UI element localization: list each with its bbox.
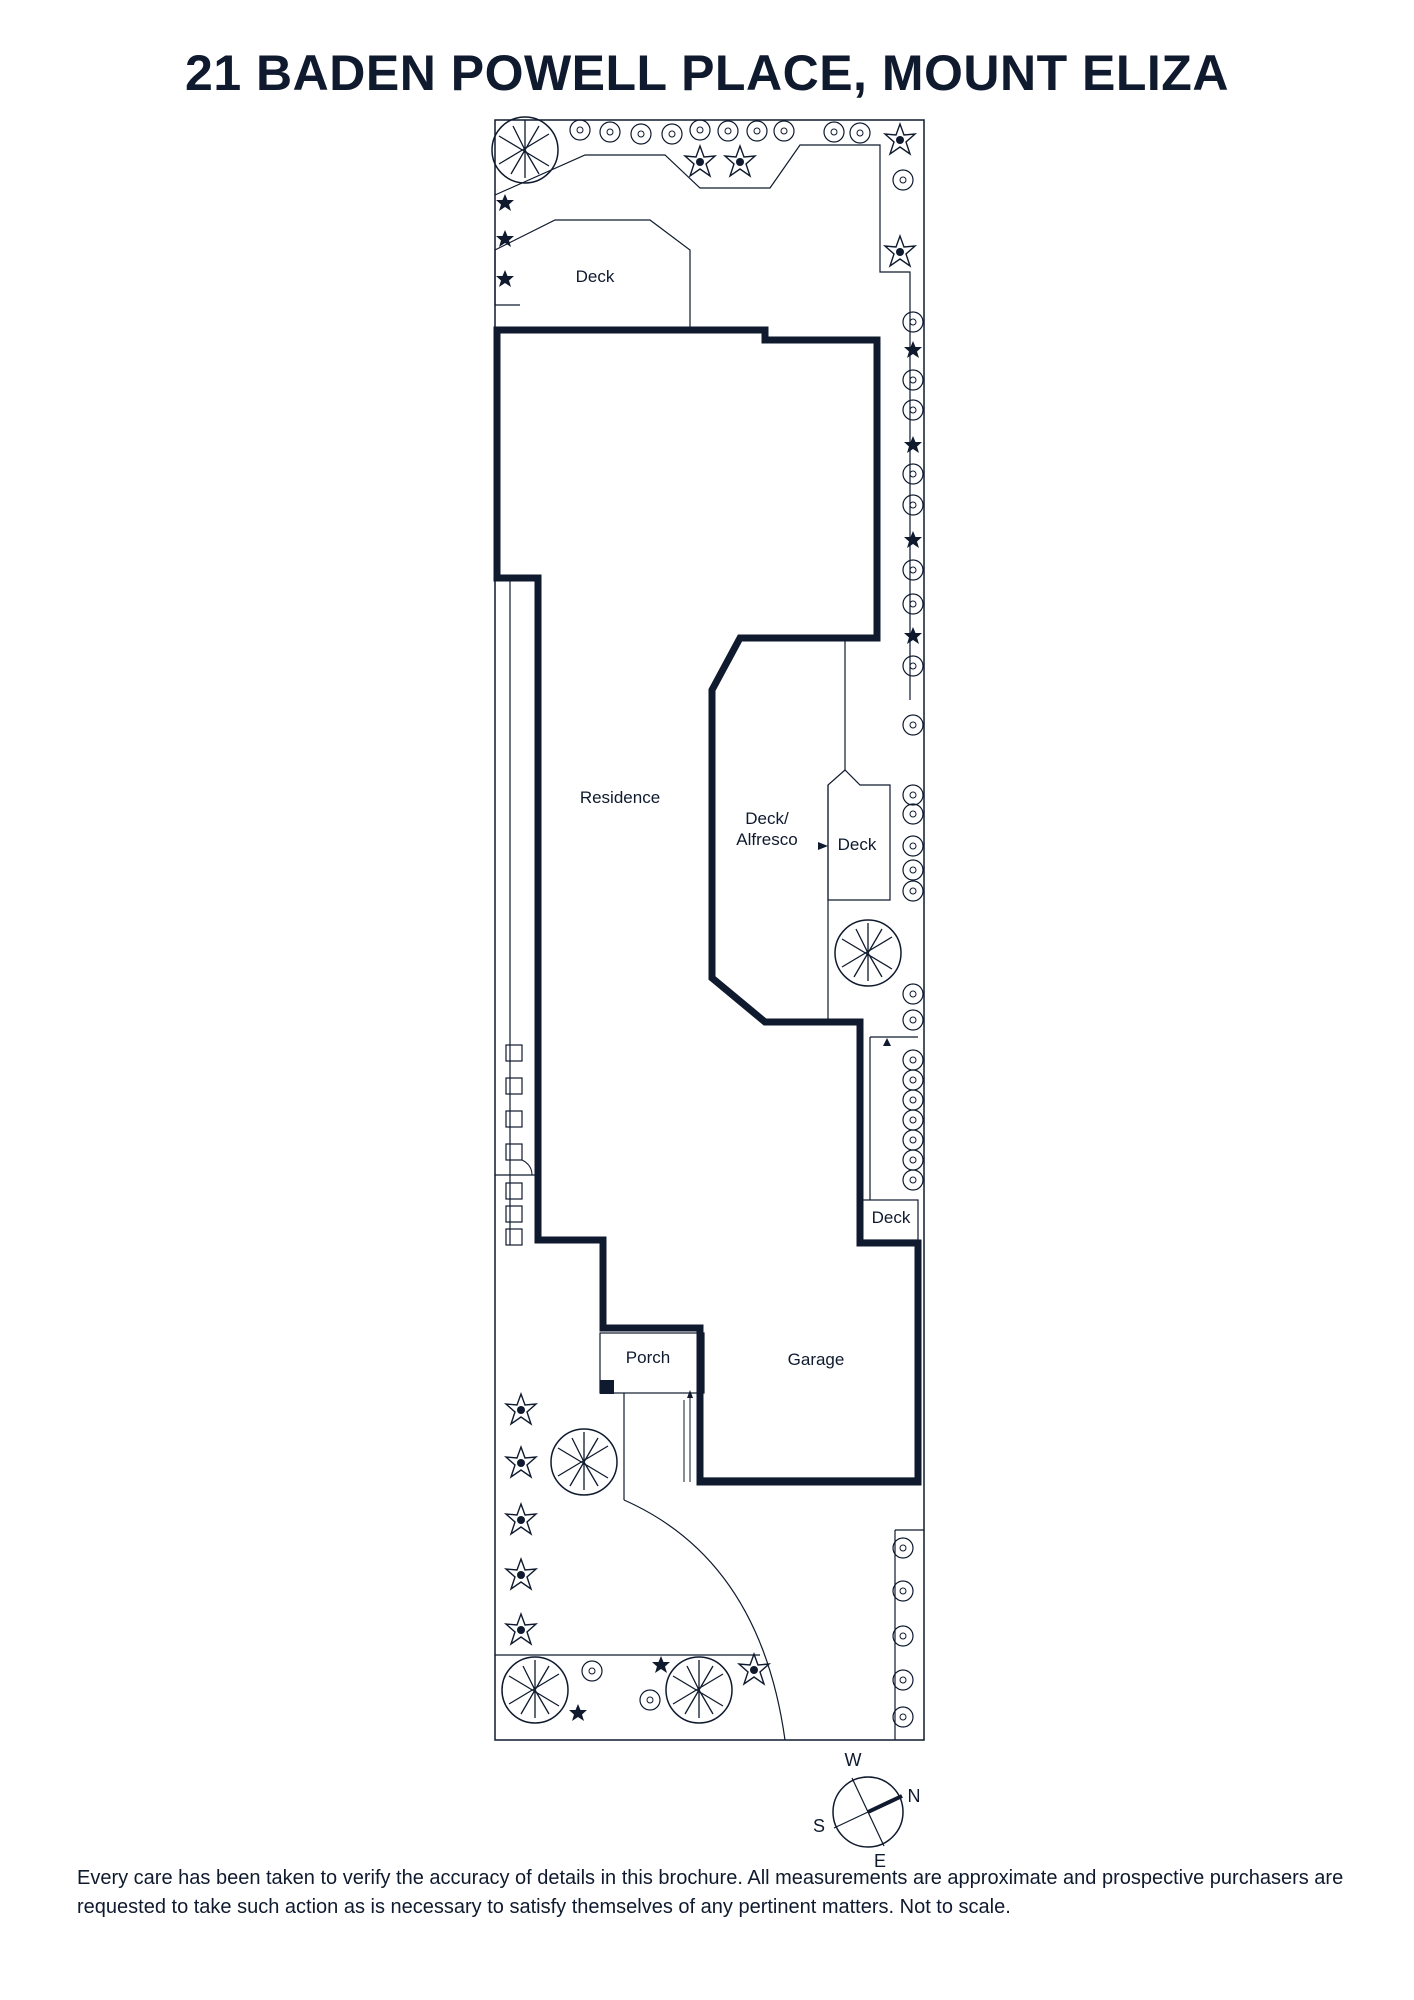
small-stars-right-column bbox=[904, 341, 922, 644]
page-title: 21 BADEN POWELL PLACE, MOUNT ELIZA bbox=[185, 45, 1229, 101]
label-deck-small: Deck bbox=[872, 1208, 911, 1227]
label-deck-alfresco-1: Deck/ bbox=[745, 809, 789, 828]
label-deck-alfresco-2: Alfresco bbox=[736, 830, 797, 849]
deck-top-outline bbox=[494, 219, 691, 327]
compass: W N S E bbox=[813, 1750, 921, 1871]
tree-garden-right bbox=[834, 919, 902, 987]
disclaimer: Every care has been taken to verify the … bbox=[77, 1867, 1344, 1918]
tree-front-1 bbox=[501, 1656, 569, 1724]
stepping-stones bbox=[505, 1044, 523, 1246]
shrubs-narrow-path bbox=[902, 1049, 924, 1191]
compass-n: N bbox=[908, 1786, 921, 1806]
driveway-arc bbox=[623, 1499, 786, 1741]
compass-w: W bbox=[845, 1750, 862, 1770]
compass-e: E bbox=[874, 1851, 886, 1871]
label-garage: Garage bbox=[788, 1350, 845, 1369]
compass-s: S bbox=[813, 1816, 825, 1836]
tree-top-left bbox=[491, 116, 559, 184]
porch-outline bbox=[599, 1332, 705, 1394]
label-residence: Residence bbox=[580, 788, 660, 807]
label-porch: Porch bbox=[626, 1348, 670, 1367]
top-garden-path bbox=[494, 144, 911, 700]
shrubs-front bbox=[581, 1537, 914, 1728]
site-boundary bbox=[494, 119, 925, 1741]
deck-side-outline bbox=[827, 769, 891, 901]
tree-front-left bbox=[550, 1428, 618, 1496]
label-deck-top: Deck bbox=[576, 267, 615, 286]
small-stars-left-top bbox=[496, 194, 514, 287]
tree-front-2 bbox=[665, 1656, 733, 1724]
deck-small-outline bbox=[861, 1199, 919, 1241]
star-plants-front-left bbox=[505, 1393, 770, 1685]
label-deck-side: Deck bbox=[838, 835, 877, 854]
residence-outline bbox=[493, 326, 922, 1486]
shrubs-right-column bbox=[902, 311, 924, 1031]
